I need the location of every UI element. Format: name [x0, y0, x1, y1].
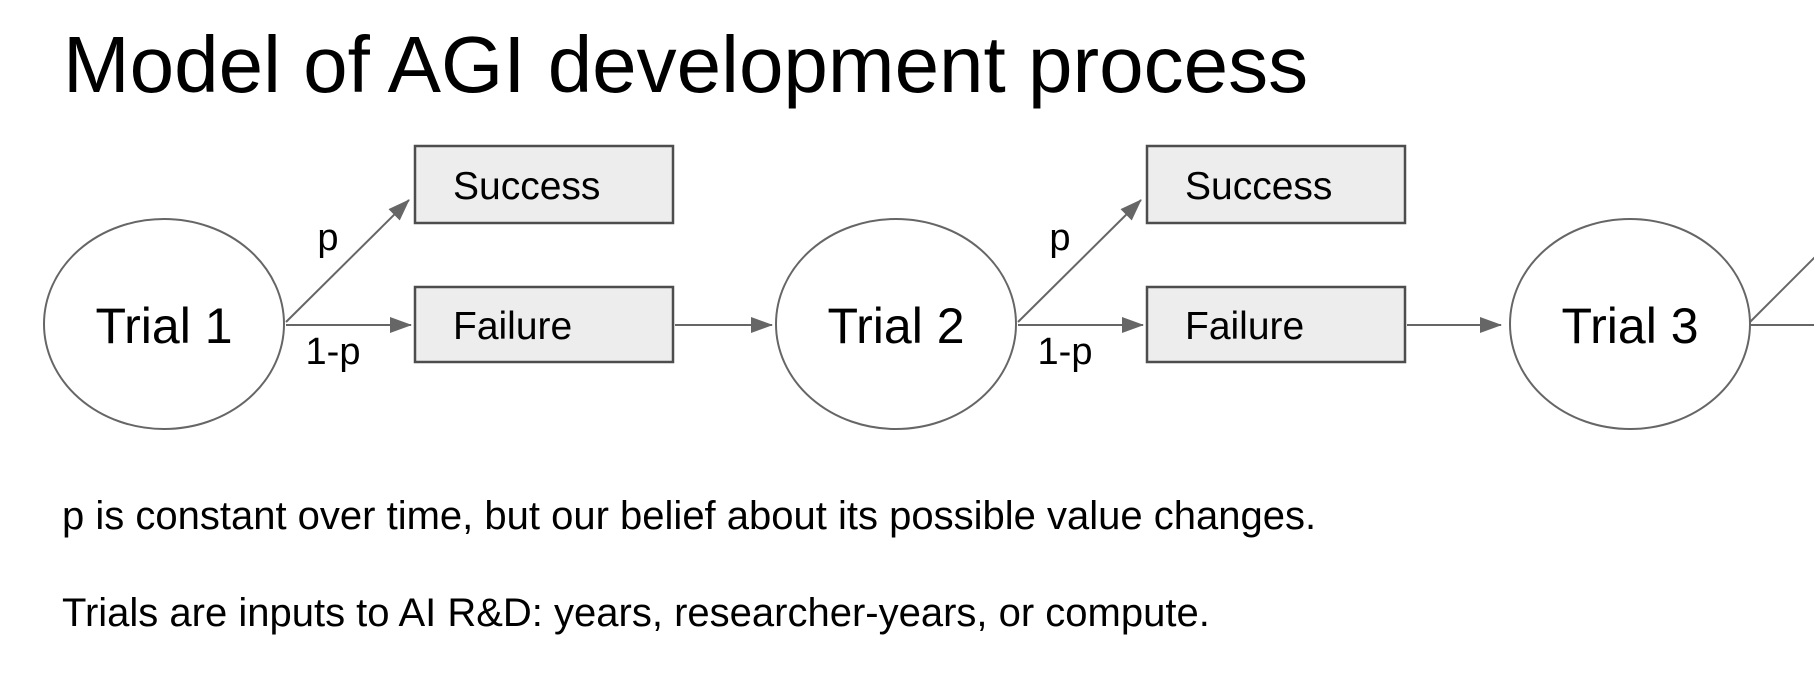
note-line-1: p is constant over time, but our belief …	[62, 494, 1317, 538]
trial-1-node	[43, 218, 285, 430]
trial-1-label: Trial 1	[95, 298, 232, 354]
arrow-trial1-to-success	[285, 199, 410, 323]
success-box-2	[1145, 144, 1407, 225]
edge-label-p-1: p	[317, 217, 338, 259]
failure-label-1: Failure	[453, 305, 572, 348]
trial-3-label: Trial 3	[1561, 298, 1698, 354]
success-box-1	[413, 144, 675, 225]
trial-2-label: Trial 2	[827, 298, 964, 354]
slide-title: Model of AGI development process	[63, 20, 1309, 109]
success-label-1: Success	[453, 165, 600, 208]
note-line-2: Trials are inputs to AI R&D: years, rese…	[62, 591, 1210, 635]
arrow-trial3-to-success-cutoff	[1749, 256, 1814, 323]
edge-label-p-2: p	[1049, 217, 1070, 259]
edge-label-1-p-2: 1-p	[1038, 331, 1093, 373]
failure-box-2	[1145, 285, 1407, 364]
success-label-2: Success	[1185, 165, 1332, 208]
trial-2-node	[775, 218, 1017, 430]
failure-box-1	[413, 285, 675, 364]
failure-label-2: Failure	[1185, 305, 1304, 348]
arrow-trial2-to-success	[1017, 199, 1142, 323]
edge-label-1-p-1: 1-p	[306, 331, 361, 373]
trial-3-node	[1509, 218, 1751, 430]
